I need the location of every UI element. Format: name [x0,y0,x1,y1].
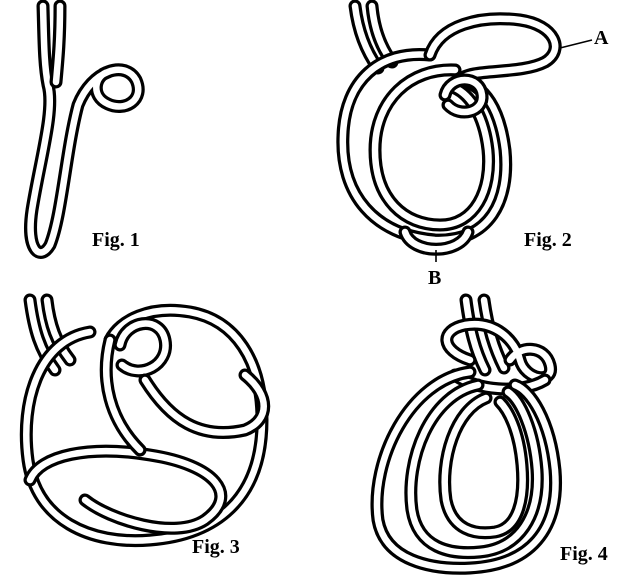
fig2-caption: Fig. 2 [524,229,572,251]
fig2-rope [343,6,555,249]
figure-1: Fig. 1 [31,6,140,252]
fig3-rope [26,300,263,541]
figure-2: A B Fig. 2 [343,6,609,289]
figure-4: Fig. 4 [377,300,608,568]
figure-3: Fig. 3 [26,300,263,558]
fig1-rope [31,6,139,252]
label-a: A [594,27,609,49]
label-b: B [428,267,441,289]
fig3-caption: Fig. 3 [192,536,240,558]
fig4-caption: Fig. 4 [560,543,608,565]
fig1-caption: Fig. 1 [92,229,140,251]
label-a-leader [560,40,592,48]
fig4-rope [377,300,556,568]
